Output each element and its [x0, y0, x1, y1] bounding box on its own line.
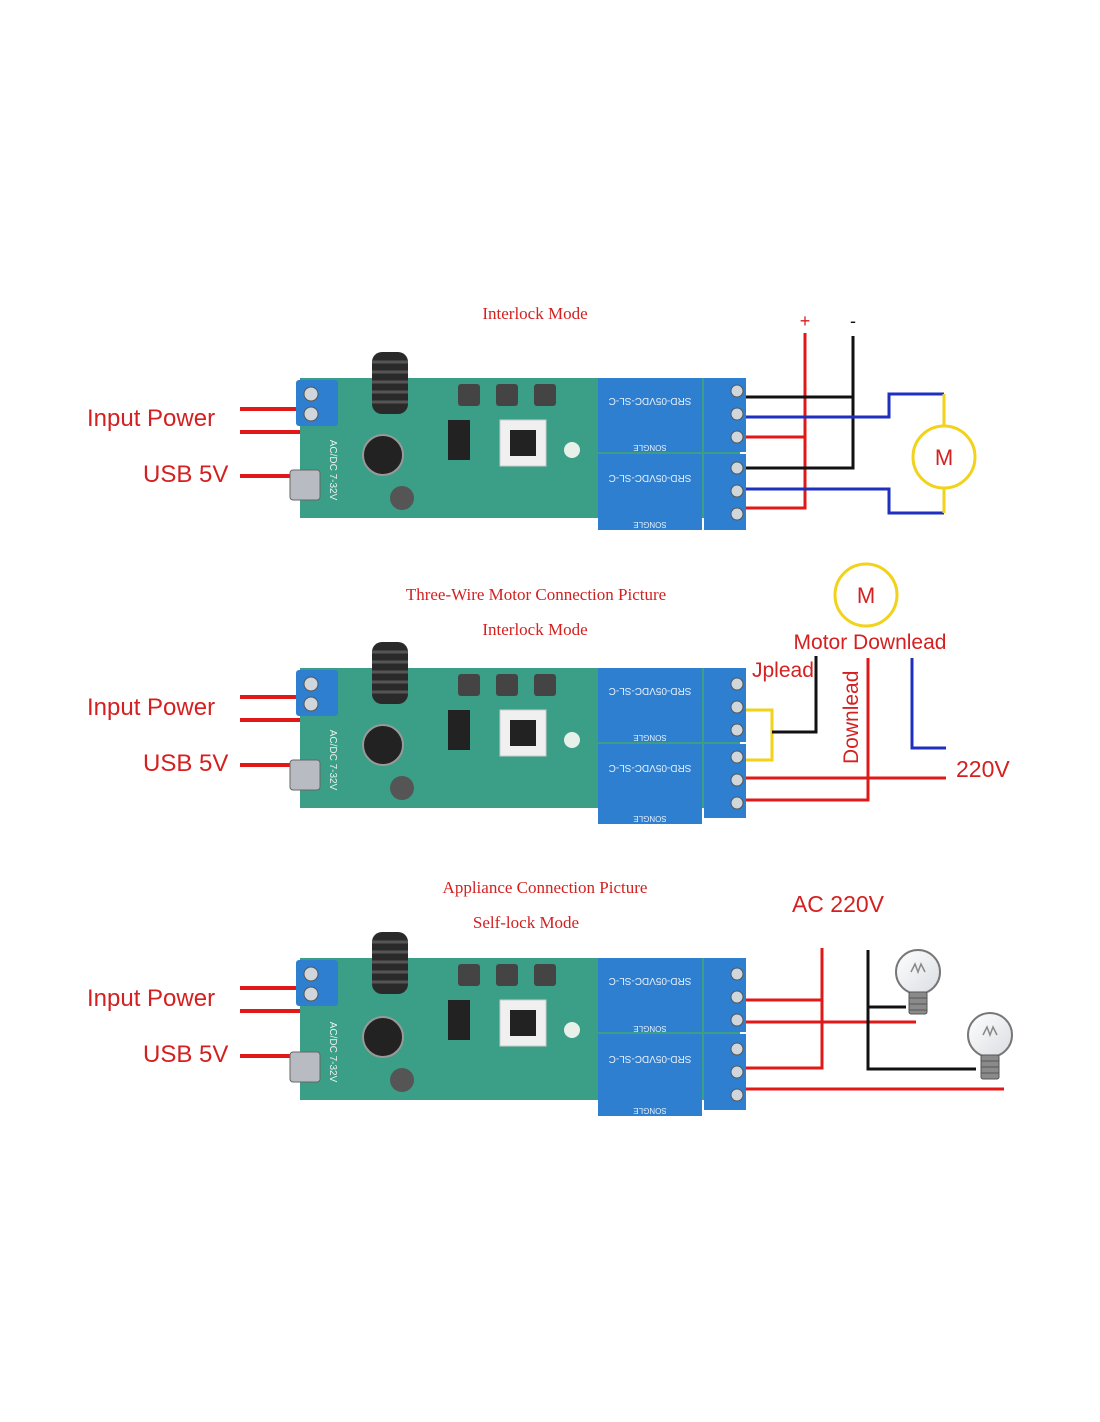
relay-1-brand: SONGLE [633, 733, 666, 742]
jumper-wire [746, 708, 774, 762]
downlead-label: Downlead [840, 671, 863, 764]
relay-2 [598, 454, 702, 530]
relay-1 [598, 378, 702, 452]
antenna-spring [372, 352, 408, 414]
relay-1-model: SRD-05VDC-SL-C [609, 685, 692, 696]
ic-chip [448, 1000, 470, 1040]
usb-port [289, 469, 321, 501]
ac-live-wire-bottom [746, 1000, 824, 1070]
inductor [390, 1068, 414, 1092]
motor-downlead-label: Motor Downlead [794, 631, 947, 654]
push-button-3 [534, 964, 556, 986]
relay-board: AC/DC 7-32V SRD-05VDC-SL-C SRD-05VDC-SL-… [289, 932, 746, 1116]
minus-label: - [850, 311, 856, 331]
light-bulb-1-icon [895, 949, 941, 1015]
push-button-1 [458, 674, 480, 696]
usb-5v-label: USB 5V [143, 461, 228, 488]
relay-board: AC/DC 7-32V SRD-05VDC-SL-C SRD-05VDC-SL-… [289, 642, 746, 824]
voltage-220v-label: 220V [956, 756, 1010, 782]
relay-2 [598, 1034, 702, 1116]
power-terminal [296, 380, 338, 426]
relay-2-model: SRD-05VDC-SL-C [609, 472, 692, 483]
relay-1-model: SRD-05VDC-SL-C [609, 395, 692, 406]
panel-3-heading: Appliance Connection Picture [443, 878, 648, 897]
plus-label: + [800, 311, 811, 331]
supply-minus-wire [746, 336, 855, 470]
panel-1-title: Interlock Mode [482, 304, 587, 323]
inductor [390, 486, 414, 510]
status-led [564, 732, 580, 748]
push-button-2 [496, 384, 518, 406]
supply-plus-wire [746, 333, 807, 510]
usb-port [289, 759, 321, 791]
motor-symbol [911, 424, 977, 490]
panel-2-title: Interlock Mode [482, 620, 587, 639]
push-button-3 [534, 674, 556, 696]
neutral-wire [910, 658, 946, 750]
push-button-1 [458, 384, 480, 406]
power-terminal [296, 960, 338, 1006]
relay-board: AC/DC 7-32V SRD-05VDC-SL-C SRD-05VDC-SL-… [289, 352, 746, 530]
relay-1-brand: SONGLE [633, 1024, 666, 1033]
relay-1 [598, 668, 702, 742]
relay-1-brand: SONGLE [633, 443, 666, 452]
neutral-wire [866, 950, 976, 1071]
panel-2-heading: Three-Wire Motor Connection Picture [406, 585, 666, 604]
pcb-voltage-text: AC/DC 7-32V [327, 440, 338, 501]
status-led [564, 442, 580, 458]
panel-three-wire-motor: Three-Wire Motor Connection Picture Inte… [87, 562, 1010, 824]
usb-port [289, 1051, 321, 1083]
pcb-voltage-text: AC/DC 7-32V [327, 1022, 338, 1083]
relay-1 [598, 958, 702, 1032]
push-button-3 [534, 384, 556, 406]
downlead-wire [746, 658, 870, 802]
usb-5v-label: USB 5V [143, 750, 228, 777]
ic-chip [448, 710, 470, 750]
pcb-voltage-text: AC/DC 7-32V [327, 730, 338, 791]
input-power-label: Input Power [87, 694, 215, 721]
input-power-label: Input Power [87, 405, 215, 432]
panel-interlock: Interlock Mode Input Power USB 5V AC/DC … [87, 304, 977, 530]
ac-live-wire-top [746, 948, 824, 1002]
uplead-wire [772, 656, 818, 734]
relay-2-model: SRD-05VDC-SL-C [609, 762, 692, 773]
inductor [390, 776, 414, 800]
push-button-2 [496, 964, 518, 986]
motor-wire-1 [746, 392, 944, 419]
relay-2-brand: SONGLE [633, 520, 666, 529]
light-bulb-2-icon [967, 1012, 1013, 1080]
motor-label: M [935, 445, 953, 470]
antenna-spring [372, 932, 408, 994]
ic-chip [448, 420, 470, 460]
motor-symbol [833, 562, 899, 628]
uplead-label: Jplead [752, 659, 814, 682]
relay-2-model: SRD-05VDC-SL-C [609, 1053, 692, 1064]
ac-220v-label: AC 220V [792, 891, 885, 917]
push-button-1 [458, 964, 480, 986]
usb-5v-label: USB 5V [143, 1041, 228, 1068]
capacitor [362, 724, 404, 766]
antenna-spring [372, 642, 408, 704]
relay-2 [598, 744, 702, 824]
panel-appliance: Appliance Connection Picture Self-lock M… [87, 878, 1013, 1116]
power-terminal [296, 670, 338, 716]
capacitor [362, 434, 404, 476]
input-power-label: Input Power [87, 985, 215, 1012]
motor-wire-2 [746, 487, 944, 515]
panel-3-title: Self-lock Mode [473, 913, 579, 932]
relay-2-brand: SONGLE [633, 1106, 666, 1115]
push-button-2 [496, 674, 518, 696]
motor-label: M [857, 583, 875, 608]
status-led [564, 1022, 580, 1038]
relay-2-brand: SONGLE [633, 814, 666, 823]
relay-1-model: SRD-05VDC-SL-C [609, 975, 692, 986]
capacitor [362, 1016, 404, 1058]
